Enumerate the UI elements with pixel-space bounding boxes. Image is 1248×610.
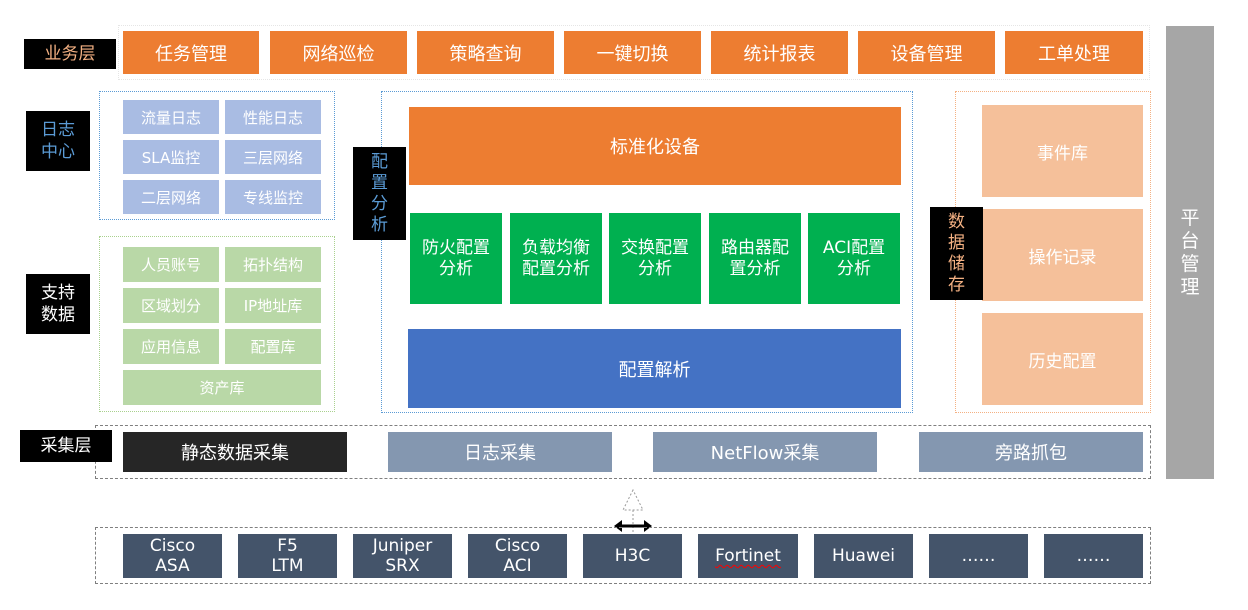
config-analysis-frame bbox=[381, 91, 913, 413]
connector-arrow bbox=[614, 488, 652, 536]
load-balancer-config-analysis[interactable]: 负载均衡 配置分析 bbox=[510, 213, 602, 304]
business-item-device-management[interactable]: 设备管理 bbox=[858, 31, 995, 74]
storage-event-db[interactable]: 事件库 bbox=[982, 105, 1143, 197]
standard-device-block[interactable]: 标准化设备 bbox=[409, 107, 901, 185]
storage-history-config[interactable]: 历史配置 bbox=[982, 313, 1143, 405]
device-f5-ltm[interactable]: F5 LTM bbox=[238, 534, 337, 578]
log-item-traffic-log[interactable]: 流量日志 bbox=[123, 100, 219, 134]
config-analysis-label: 配 置 分 析 bbox=[353, 147, 406, 240]
business-item-work-order[interactable]: 工单处理 bbox=[1005, 31, 1143, 74]
device-juniper-srx[interactable]: Juniper SRX bbox=[353, 534, 452, 578]
data-storage-label: 数 据 储 存 bbox=[930, 207, 983, 300]
log-item-leased-line-monitor[interactable]: 专线监控 bbox=[225, 180, 321, 214]
log-item-layer3-network[interactable]: 三层网络 bbox=[225, 140, 321, 174]
device-huawei[interactable]: Huawei bbox=[814, 534, 913, 578]
support-item-asset-db[interactable]: 资产库 bbox=[123, 370, 321, 405]
device-more-1[interactable]: …… bbox=[929, 534, 1028, 578]
devices-frame bbox=[95, 527, 1151, 584]
support-item-ip-address-db[interactable]: IP地址库 bbox=[225, 288, 321, 323]
router-config-analysis[interactable]: 路由器配 置分析 bbox=[709, 213, 801, 304]
support-data-frame bbox=[99, 236, 335, 412]
business-item-one-key-switch[interactable]: 一键切换 bbox=[564, 31, 701, 74]
business-layer-frame bbox=[118, 25, 1150, 80]
support-item-app-info[interactable]: 应用信息 bbox=[123, 329, 219, 364]
collection-layer-label: 采集层 bbox=[20, 430, 112, 462]
switch-config-analysis[interactable]: 交换配置 分析 bbox=[609, 213, 701, 304]
config-parse-block[interactable]: 配置解析 bbox=[408, 329, 901, 408]
support-item-region-division[interactable]: 区域划分 bbox=[123, 288, 219, 323]
support-item-user-accounts[interactable]: 人员账号 bbox=[123, 247, 219, 282]
device-cisco-asa[interactable]: Cisco ASA bbox=[123, 534, 222, 578]
device-fortinet[interactable]: Fortinet bbox=[698, 534, 798, 578]
device-cisco-aci[interactable]: Cisco ACI bbox=[468, 534, 567, 578]
log-center-frame bbox=[99, 91, 335, 220]
firewall-config-analysis[interactable]: 防火配置 分析 bbox=[410, 213, 502, 304]
platform-management-bar: 平 台 管 理 bbox=[1166, 26, 1214, 479]
business-layer-label: 业务层 bbox=[24, 39, 116, 69]
business-item-policy-query[interactable]: 策略查询 bbox=[417, 31, 554, 74]
collect-packet-capture[interactable]: 旁路抓包 bbox=[919, 432, 1143, 472]
storage-operation-log[interactable]: 操作记录 bbox=[982, 209, 1143, 301]
collect-log[interactable]: 日志采集 bbox=[388, 432, 612, 472]
device-more-2[interactable]: …… bbox=[1044, 534, 1143, 578]
log-item-performance-log[interactable]: 性能日志 bbox=[225, 100, 321, 134]
collect-netflow[interactable]: NetFlow采集 bbox=[653, 432, 877, 472]
business-item-task-management[interactable]: 任务管理 bbox=[123, 31, 259, 74]
business-item-network-inspection[interactable]: 网络巡检 bbox=[270, 31, 407, 74]
device-h3c[interactable]: H3C bbox=[583, 534, 682, 578]
collect-static-data[interactable]: 静态数据采集 bbox=[123, 432, 347, 472]
log-center-label: 日志 中心 bbox=[26, 111, 90, 171]
aci-config-analysis[interactable]: ACI配置 分析 bbox=[808, 213, 900, 304]
support-item-config-db[interactable]: 配置库 bbox=[225, 329, 321, 364]
business-item-statistics-report[interactable]: 统计报表 bbox=[711, 31, 848, 74]
device-fortinet-label: Fortinet bbox=[715, 546, 781, 566]
support-item-topology[interactable]: 拓扑结构 bbox=[225, 247, 321, 282]
log-item-sla-monitor[interactable]: SLA监控 bbox=[123, 140, 219, 174]
support-data-label: 支持 数据 bbox=[26, 274, 90, 334]
log-item-layer2-network[interactable]: 二层网络 bbox=[123, 180, 219, 214]
